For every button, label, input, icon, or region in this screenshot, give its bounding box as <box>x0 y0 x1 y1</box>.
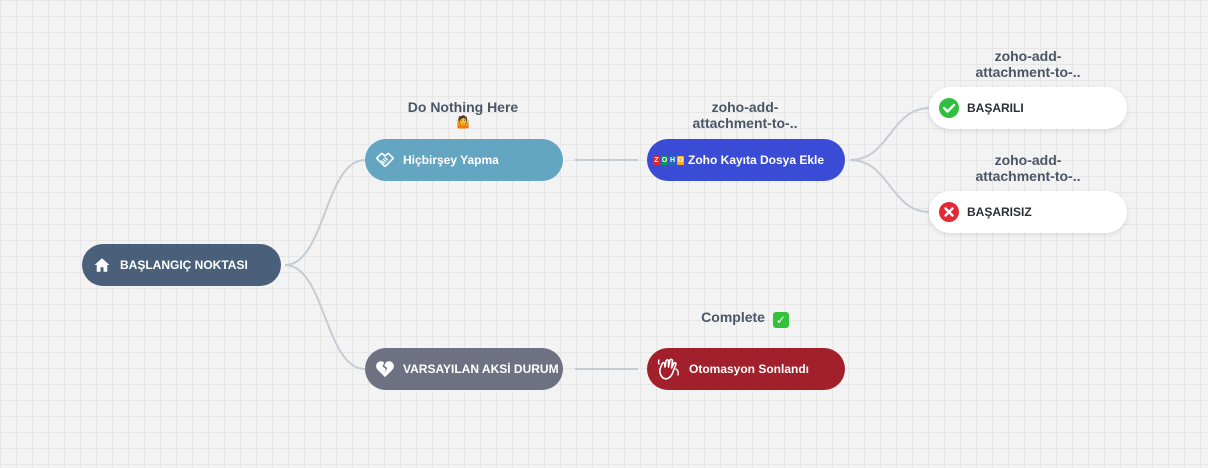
connector-zoho-basarisiz <box>849 159 931 213</box>
home-icon <box>92 255 112 275</box>
varsayilan-node-label: VARSAYILAN AKSİ DURUM <box>403 362 559 376</box>
start-node-label: BAŞLANGIÇ NOKTASI <box>120 258 248 272</box>
connector-zoho-basarili <box>849 107 931 161</box>
hicbirsey-node-label: Hiçbirşey Yapma <box>403 153 499 167</box>
check-circle-icon <box>939 98 959 118</box>
zoho-logo-letter: O <box>661 155 668 165</box>
zoho-logo-letter: Z <box>653 155 660 165</box>
connector-start-varsayilan <box>284 264 366 370</box>
failure-action-label: zoho-add- attachment-to-.. <box>975 152 1081 184</box>
waving-hand-icon <box>657 358 681 380</box>
start-node[interactable]: BAŞLANGIÇ NOKTASI <box>82 244 281 286</box>
otomasyon-node[interactable]: Otomasyon Sonlandı <box>647 348 845 390</box>
success-action-label: zoho-add- attachment-to-.. <box>975 48 1081 80</box>
do-nothing-label: Do Nothing Here 🤷 <box>393 99 533 129</box>
otomasyon-node-label: Otomasyon Sonlandı <box>689 362 810 376</box>
basarili-node-label: BAŞARILI <box>967 101 1024 115</box>
hicbirsey-node[interactable]: Hiçbirşey Yapma <box>365 139 563 181</box>
shrug-emoji: 🤷 <box>455 115 471 129</box>
check-mark-icon: ✓ <box>772 312 789 328</box>
zoho-logo-icon: Z O H O <box>653 155 684 165</box>
zoho-action-label: zoho-add- attachment-to-.. <box>692 99 798 131</box>
zoho-logo-letter: O <box>677 155 684 165</box>
broken-heart-icon <box>375 359 395 379</box>
varsayilan-node[interactable]: VARSAYILAN AKSİ DURUM <box>365 348 563 390</box>
connector-start-hicbirsey <box>284 159 366 266</box>
basarili-node[interactable]: BAŞARILI <box>929 87 1127 129</box>
basarisiz-node[interactable]: BAŞARISIZ <box>929 191 1127 233</box>
zoho-node-label: Zoho Kayıta Dosya Ekle <box>688 153 825 167</box>
basarisiz-node-label: BAŞARISIZ <box>967 205 1032 219</box>
zoho-logo-letter: H <box>669 155 676 165</box>
handshake-icon <box>375 150 395 170</box>
zoho-node[interactable]: Z O H O Zoho Kayıta Dosya Ekle <box>647 139 845 181</box>
x-circle-icon <box>939 202 959 222</box>
complete-label: Complete ✓ <box>670 309 820 328</box>
